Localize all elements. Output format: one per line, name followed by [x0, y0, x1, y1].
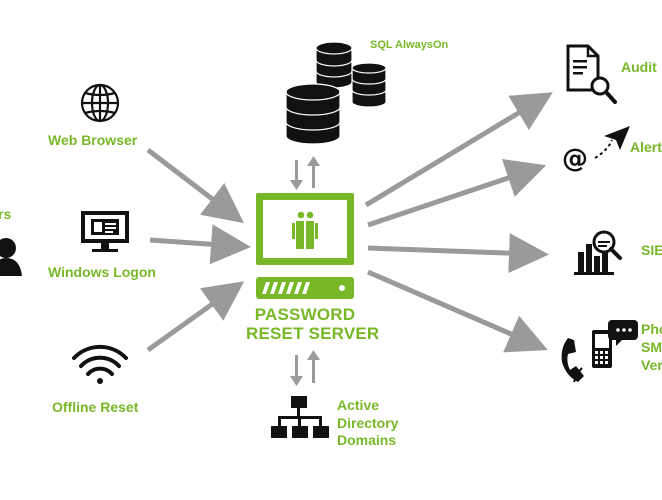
phone-label-line2: SM: [641, 339, 662, 356]
monitor-id-card-icon: [81, 211, 129, 252]
phone-sms-icon: [561, 320, 638, 383]
offline-reset-label: Offline Reset: [52, 399, 139, 415]
server-title: PASSWORD RESET SERVER: [246, 305, 380, 343]
web-browser-label: Web Browser: [48, 132, 138, 148]
arrow-phone: [367, 269, 548, 353]
audit-label: Audit: [621, 59, 657, 75]
siem-label: SIE: [641, 242, 662, 258]
db-sync-arrows: [290, 156, 320, 190]
windows-logon-label: Windows Logon: [48, 264, 156, 280]
document-search-icon: [566, 44, 617, 104]
email-send-icon: @: [562, 126, 630, 174]
directory-label-line2: Directory: [337, 414, 399, 431]
user-icon: [0, 238, 22, 276]
arrow-web-browser: [146, 148, 244, 224]
phone-label: Pho SM Ver: [641, 320, 662, 375]
directory-sync-arrows: [290, 350, 320, 386]
directory-label-line1: Active: [337, 397, 380, 413]
phone-label-line1: Pho: [641, 321, 662, 337]
org-tree-icon: [271, 396, 329, 438]
arrow-windows-logon: [149, 224, 251, 265]
arrow-audit: [364, 92, 553, 208]
arrow-alert: [367, 158, 547, 228]
wifi-icon: [72, 344, 128, 384]
sql-alwayson-label: SQL AlwaysOn: [370, 39, 449, 51]
directory-label-line3: Domains: [337, 432, 397, 448]
chart-search-icon: [574, 230, 622, 275]
server-monitor-icon: [256, 193, 354, 299]
arrow-offline-reset: [146, 281, 245, 353]
alert-label: Alert: [630, 139, 662, 155]
arrow-siem: [367, 233, 549, 274]
users-label: rs: [0, 206, 12, 222]
globe-icon: [80, 83, 120, 123]
server-title-line1: PASSWORD: [254, 305, 356, 324]
directory-label: Active Directory Domains: [337, 397, 398, 450]
database-icon: [285, 41, 387, 145]
phone-label-line3: Ver: [641, 357, 662, 374]
server-title-line2: RESET SERVER: [246, 323, 380, 343]
svg-text:@: @: [562, 144, 588, 174]
